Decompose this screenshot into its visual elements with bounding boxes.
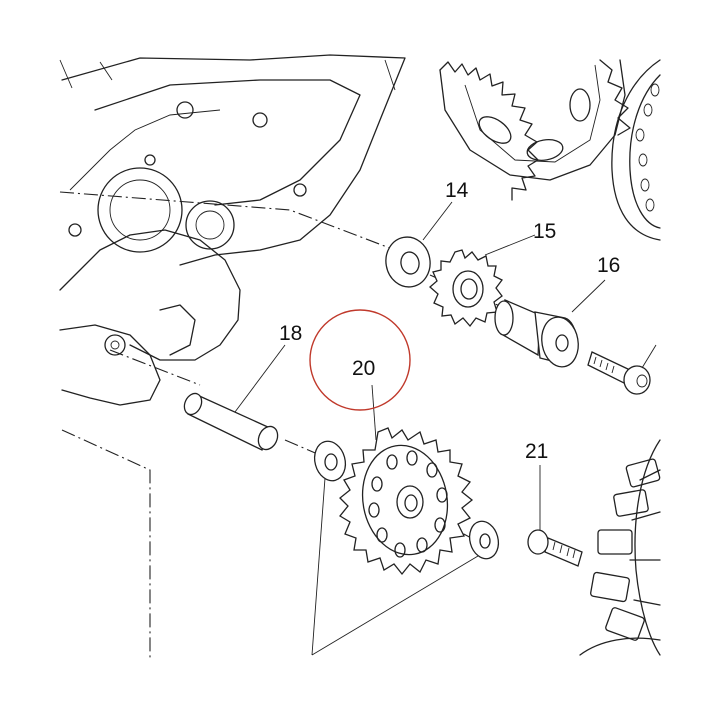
leader-lines xyxy=(234,201,657,656)
callout-16: 16 xyxy=(597,254,620,277)
washer-20-left xyxy=(313,440,347,482)
bolt-21 xyxy=(527,529,583,567)
pin-18 xyxy=(183,392,279,451)
engine-case xyxy=(59,54,406,660)
bolt-16 xyxy=(587,351,651,395)
callout-14: 14 xyxy=(445,179,469,202)
callout-18: 18 xyxy=(279,322,302,345)
gear-20 xyxy=(339,427,474,576)
highlight-circle xyxy=(309,309,411,411)
stator xyxy=(579,439,661,656)
callout-20: 20 xyxy=(352,357,375,380)
gear-15 xyxy=(429,249,503,328)
shaft-16 xyxy=(494,299,579,368)
washer-14 xyxy=(385,236,431,288)
callout-21: 21 xyxy=(525,440,548,463)
starter-clutch xyxy=(611,59,661,241)
callout-15: 15 xyxy=(533,220,556,243)
top-sprocket xyxy=(439,59,631,201)
washer-20-right xyxy=(468,520,500,560)
callout-labels: 14 15 16 18 20 21 xyxy=(279,179,620,463)
